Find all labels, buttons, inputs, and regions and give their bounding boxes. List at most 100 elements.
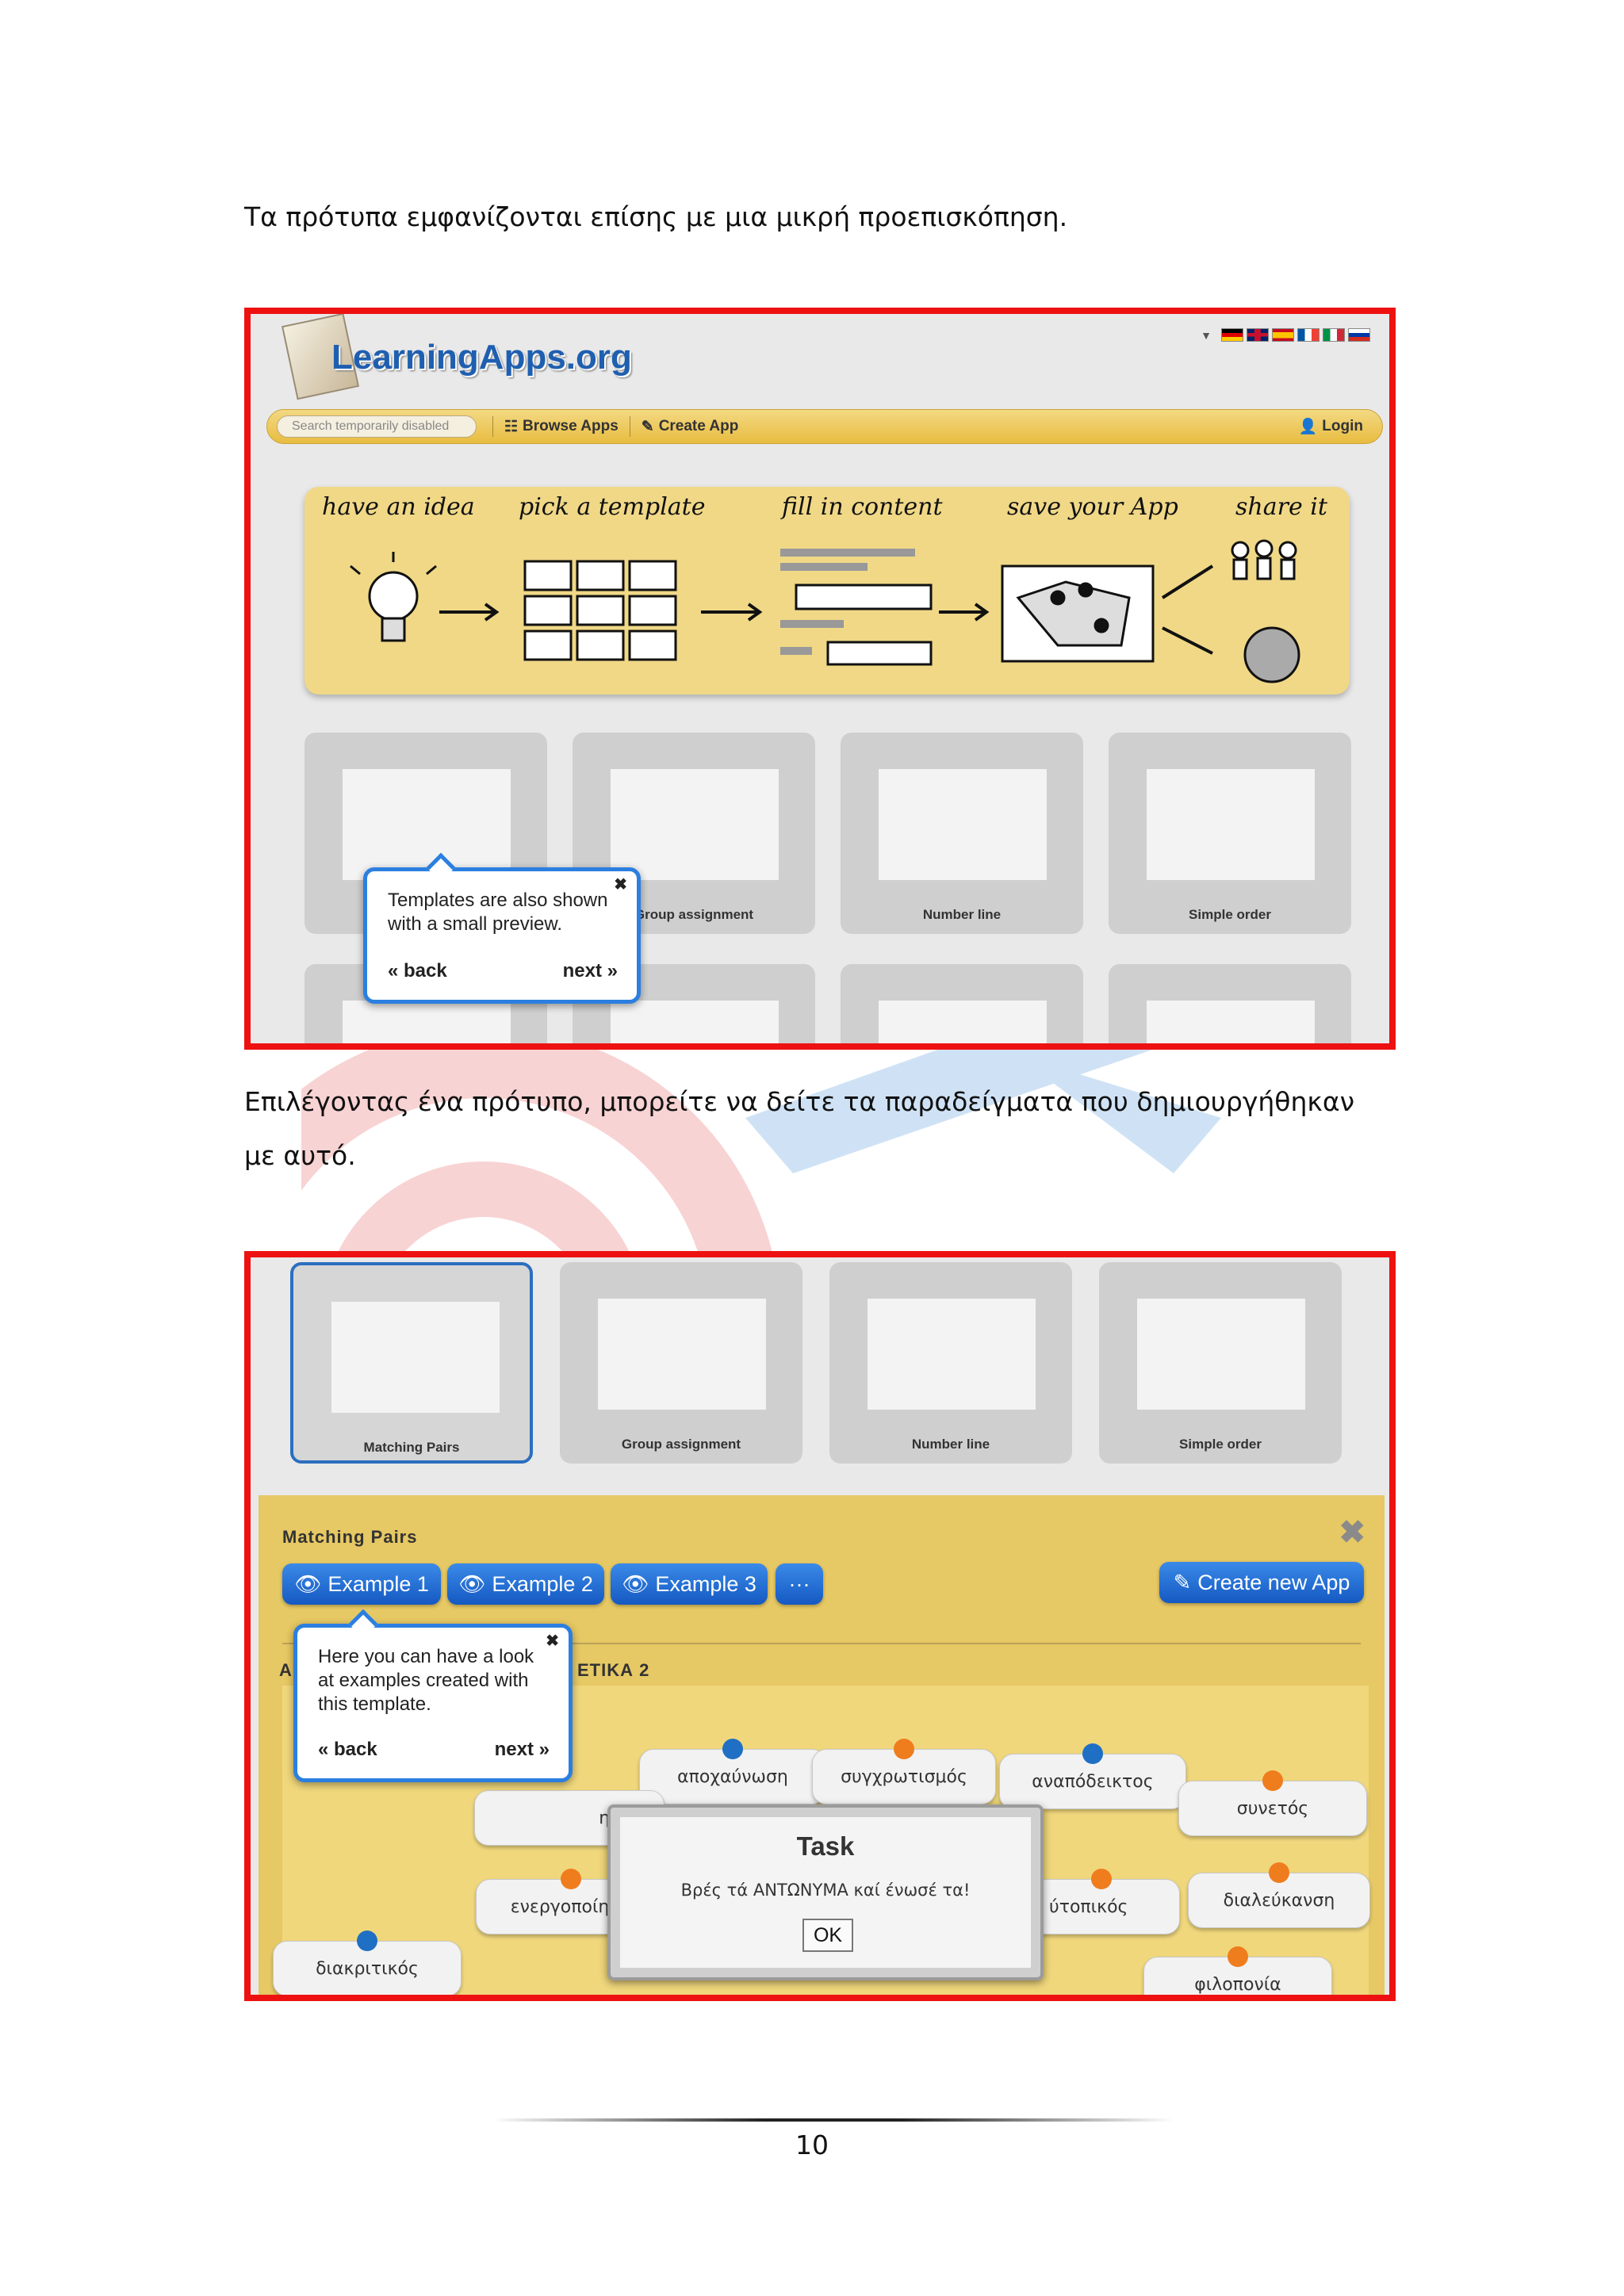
template-preview (611, 769, 779, 880)
template-preview (879, 769, 1047, 880)
login-label: Login (1322, 418, 1363, 434)
browse-apps-label: Browse Apps (523, 418, 619, 434)
template-name: Number line (922, 907, 1002, 922)
word-card[interactable]: αποχαύνωση (639, 1739, 826, 1804)
site-logo[interactable]: LearningApps.org (331, 338, 632, 377)
template-tile-matching-pairs[interactable]: Matching Pairs (290, 1262, 533, 1464)
template-preview (343, 1001, 511, 1043)
template-name: Group assignment (621, 1437, 741, 1452)
word-card[interactable]: διαλεύκανση (1188, 1862, 1370, 1928)
popup-line: this template. (318, 1693, 431, 1715)
step-save-your-app: save your App (1007, 493, 1178, 521)
top-navigation: Search temporarily disabled ☷ Browse App… (266, 409, 1383, 444)
template-tile-simple-order[interactable]: Simple order (1109, 733, 1351, 934)
template-preview (1137, 1299, 1305, 1410)
flag-es-icon[interactable] (1272, 328, 1294, 342)
pencil-icon: ✎ (641, 418, 654, 435)
map-icon (1001, 564, 1155, 663)
task-instructions: Βρές τά ΑΝΤΩΝΥΜΑ καί ένωσέ τα! (680, 1881, 971, 1900)
popup-line: with a small preview. (388, 913, 563, 935)
template-tile-number-line[interactable]: Number line (841, 733, 1083, 934)
screenshot-template-examples: Matching Pairs Group assignment Number l… (244, 1251, 1396, 2001)
popup-line: Templates are also shown (388, 890, 608, 911)
flag-uk-icon[interactable] (1247, 328, 1269, 342)
ok-button[interactable]: OK (802, 1919, 853, 1952)
pencil-icon: ✎ (1173, 1570, 1192, 1594)
tour-popup: ✖ Here you can have a look at examples c… (293, 1609, 573, 1782)
login-link[interactable]: 👤 Login (1299, 417, 1363, 436)
process-banner: have an idea pick a template fill in con… (304, 487, 1350, 695)
panel-title: Matching Pairs (282, 1527, 418, 1547)
back-link[interactable]: « back (388, 960, 447, 982)
pin-icon (1269, 1862, 1289, 1883)
pin-icon (357, 1931, 377, 1951)
pin-icon (578, 2000, 599, 2001)
template-tile-simple-order[interactable]: Simple order (1099, 1262, 1342, 1464)
template-tile[interactable] (573, 964, 815, 1043)
flag-de-icon[interactable] (1221, 328, 1243, 342)
more-examples-button[interactable]: ··· (776, 1563, 823, 1605)
template-preview (1147, 1001, 1315, 1043)
screenshot-learningapps-home: LearningApps.org ▼ Search temporarily di… (244, 308, 1396, 1050)
example-2-button[interactable]: 👁 Example 2 (447, 1563, 604, 1605)
word-card[interactable]: διακριτικός (273, 1931, 462, 1995)
pin-icon (1228, 1946, 1248, 1967)
card-label: συγχρωτισμός (841, 1766, 967, 1787)
task-dialog-body: Task Βρές τά ΑΝΤΩΝΥΜΑ καί ένωσέ τα! OK (620, 1817, 1031, 1968)
template-preview (343, 769, 511, 880)
example-3-button[interactable]: 👁 Example 3 (611, 1563, 768, 1605)
template-preview (611, 1001, 779, 1043)
popup-text: Here you can have a look at examples cre… (318, 1645, 534, 1716)
step-fill-in-content: fill in content (782, 493, 943, 521)
card-label: διαλεύκανση (1223, 1890, 1335, 1911)
create-app-link[interactable]: ✎ Create App (642, 418, 739, 436)
flag-it-icon[interactable] (1323, 328, 1345, 342)
next-link[interactable]: next » (494, 1739, 550, 1760)
language-selector[interactable]: ▼ (1201, 328, 1370, 342)
word-card[interactable]: συγχρωτισμός (812, 1739, 996, 1804)
card-label: συνετός (1236, 1798, 1309, 1819)
task-dialog: Task Βρές τά ΑΝΤΩΝΥΜΑ καί ένωσέ τα! OK (607, 1804, 1044, 1980)
close-icon[interactable]: ✖ (1339, 1515, 1365, 1550)
example-1-button[interactable]: 👁 Example 1 (282, 1563, 441, 1605)
eye-icon: 👁 (458, 1572, 486, 1596)
word-card[interactable]: αναπόδεικτος (999, 1743, 1186, 1809)
flag-fr-icon[interactable] (1297, 328, 1320, 342)
pin-icon (894, 1739, 914, 1759)
word-card[interactable]: ύτοπικός (1023, 1869, 1180, 1934)
flag-ru-icon[interactable] (1348, 328, 1370, 342)
pin-icon (1262, 1770, 1283, 1791)
next-link[interactable]: next » (562, 960, 618, 982)
create-app-label: Create App (658, 418, 739, 434)
page-number: 10 (795, 2130, 829, 2160)
step-pick-a-template: pick a template (519, 493, 706, 521)
card-label: φιλοπονία (1194, 1974, 1281, 1995)
footer-divider (492, 2118, 1174, 2122)
example-label: Example 3 (655, 1571, 756, 1596)
card-label: ύτοπικός (1049, 1896, 1128, 1917)
create-new-app-button[interactable]: ✎ Create new App (1159, 1562, 1364, 1603)
browse-apps-link[interactable]: ☷ Browse Apps (504, 418, 619, 436)
template-preview (598, 1299, 766, 1410)
template-tile-number-line[interactable]: Number line (829, 1262, 1072, 1464)
template-grid-icon (523, 560, 677, 661)
chevron-down-icon[interactable]: ▼ (1201, 328, 1212, 342)
word-card[interactable]: συνετός (1178, 1770, 1367, 1836)
pin-icon (1082, 1743, 1103, 1764)
step-have-an-idea: have an idea (322, 493, 475, 521)
close-icon[interactable]: ✖ (614, 876, 627, 894)
popup-text: Templates are also shown with a small pr… (388, 889, 607, 936)
template-tile[interactable] (841, 964, 1083, 1043)
back-link[interactable]: « back (318, 1739, 377, 1760)
template-preview (331, 1302, 500, 1413)
pin-icon (722, 1739, 743, 1759)
template-name: Number line (911, 1437, 990, 1452)
close-icon[interactable]: ✖ (546, 1632, 559, 1650)
search-input[interactable]: Search temporarily disabled (277, 415, 477, 438)
process-illustration (350, 539, 1300, 683)
create-new-app-label: Create new App (1197, 1570, 1350, 1594)
template-tile[interactable] (1109, 964, 1351, 1043)
example-subtitle-start: A (279, 1660, 292, 1680)
template-tile-group-assignment[interactable]: Group assignment (560, 1262, 802, 1464)
word-card[interactable]: φιλοπονία (1143, 1946, 1332, 1995)
